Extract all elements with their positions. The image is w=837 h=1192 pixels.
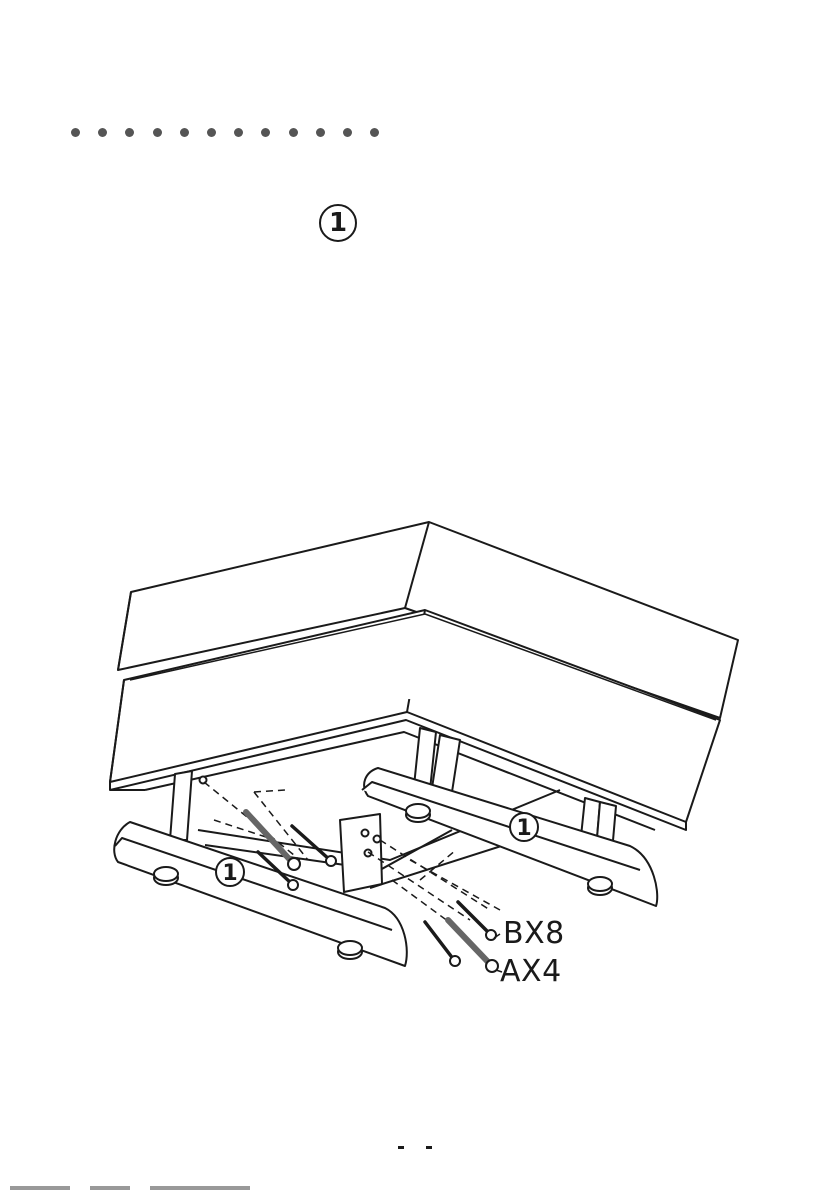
page-edge-strip bbox=[0, 1186, 837, 1192]
assembly-diagram: 1 1 bbox=[0, 500, 837, 1020]
leader-dot bbox=[261, 128, 270, 137]
leader-dot bbox=[180, 128, 189, 137]
leader-dot bbox=[207, 128, 216, 137]
screw-a-label: AX4 bbox=[500, 954, 562, 989]
page-footer-marks bbox=[398, 1146, 432, 1149]
leader-dot bbox=[370, 128, 379, 137]
leader-dot bbox=[71, 128, 80, 137]
leader-dot bbox=[98, 128, 107, 137]
part-label-right: 1 bbox=[516, 816, 531, 841]
leader-dot bbox=[125, 128, 134, 137]
leader-dot bbox=[343, 128, 352, 137]
part-label-left: 1 bbox=[222, 861, 237, 886]
dot-leader bbox=[71, 128, 379, 137]
screw-b-label: BX8 bbox=[503, 916, 565, 951]
leader-dot bbox=[316, 128, 325, 137]
leader-dot bbox=[153, 128, 162, 137]
step-number: 1 bbox=[329, 208, 347, 238]
leader-dot bbox=[234, 128, 243, 137]
leader-dot bbox=[289, 128, 298, 137]
step-number-badge: 1 bbox=[319, 204, 357, 242]
